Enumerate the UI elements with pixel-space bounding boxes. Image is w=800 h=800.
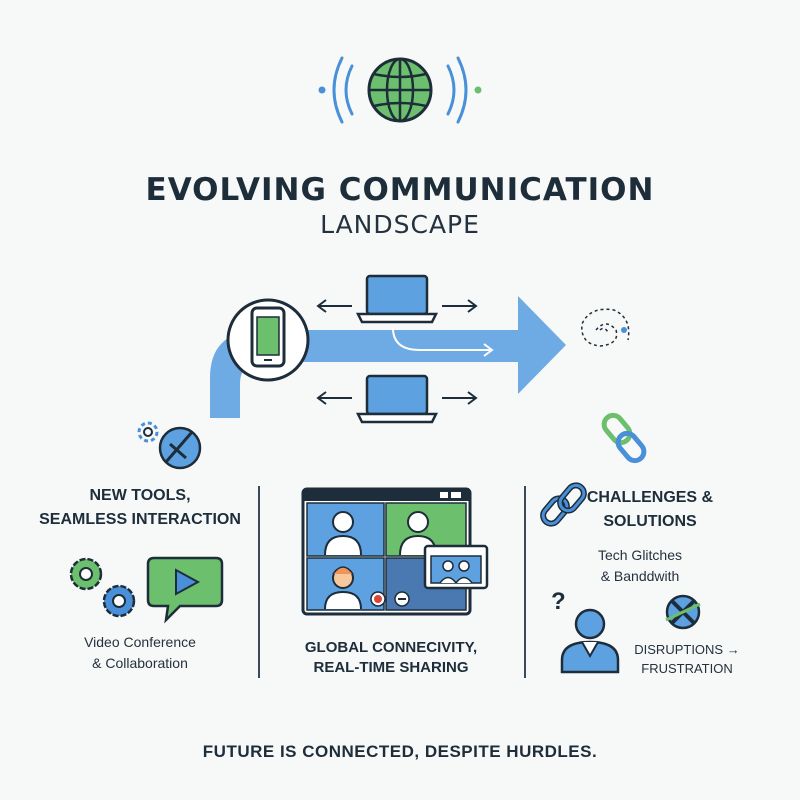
- right-issue-line2: FRUSTRATION: [641, 661, 733, 676]
- svg-text:?: ?: [551, 588, 566, 615]
- broken-chain-icon: [540, 482, 587, 527]
- left-caption-line1: Video Conference: [84, 634, 196, 650]
- disruption-icon: [665, 594, 701, 630]
- smartphone-icon: [226, 298, 310, 382]
- page-subtitle: LANDSCAPE: [320, 210, 480, 239]
- inner-arrow: [392, 327, 490, 351]
- column-divider-right: [524, 486, 526, 678]
- left-caption-line2: & Collaboration: [92, 655, 188, 671]
- right-sub-line2: & Banddwith: [600, 568, 680, 584]
- center-caption-line2: REAL-TIME SHARING: [313, 659, 469, 676]
- video-conference-window: [301, 487, 489, 616]
- laptop-icon-top: [316, 274, 478, 324]
- left-heading-line2: SEAMLESS INTERACTION: [39, 511, 241, 528]
- column-divider-left: [258, 486, 260, 678]
- center-caption-line1: GLOBAL CONNECIVITY,: [304, 639, 478, 656]
- spiral-icon: [581, 308, 630, 347]
- page-title: EVOLVING COMMUNICATION: [145, 172, 655, 208]
- flow-arrow: [210, 296, 566, 418]
- right-heading-line2: SOLUTIONS: [603, 513, 697, 530]
- confused-person-icon: ?: [551, 588, 620, 674]
- video-play-icon: [146, 556, 224, 624]
- left-heading-line1: NEW TOOLS,: [89, 487, 191, 504]
- laptop-icon-bottom: [316, 374, 478, 424]
- globe-signal-icon: [318, 56, 482, 124]
- gears-icon: [69, 557, 136, 618]
- right-issue-line1: DISRUPTIONS →: [634, 642, 740, 657]
- right-heading-line1: CHALLENGES &: [586, 489, 714, 506]
- footer-tagline: FUTURE IS CONNECTED, DESPITE HURDLES.: [202, 742, 598, 761]
- right-sub-line1: Tech Glitches: [597, 547, 683, 563]
- tools-gear-icon: [137, 421, 202, 470]
- chain-link-icon: [601, 412, 647, 464]
